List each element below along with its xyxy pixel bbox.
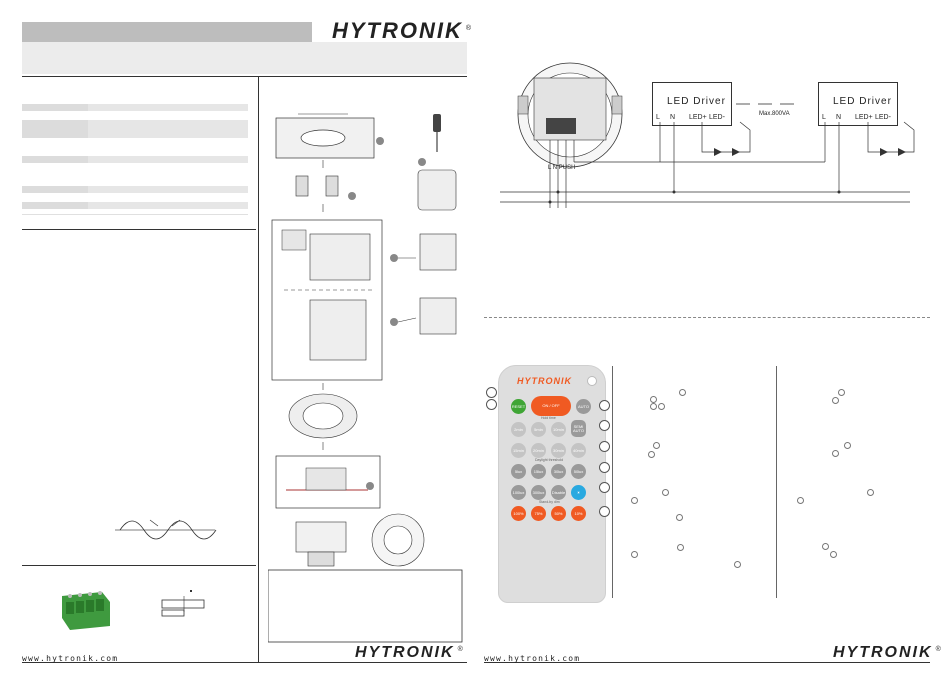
hold-10min-button[interactable]: 10min bbox=[551, 422, 566, 437]
driver-1-led-plus: LED+ bbox=[689, 114, 707, 121]
ref-marker bbox=[867, 489, 874, 496]
callout-marker bbox=[599, 441, 610, 452]
wave-diagram bbox=[115, 519, 217, 540]
dim-50-button[interactable]: 50% bbox=[551, 506, 566, 521]
ref-marker bbox=[838, 389, 845, 396]
ref-marker bbox=[830, 551, 837, 558]
section-dashed-divider bbox=[484, 317, 930, 318]
footer-logo-right: HYTRONIK® bbox=[833, 644, 943, 661]
ref-marker bbox=[844, 442, 851, 449]
daylight-header: Daylight threshold bbox=[535, 458, 564, 462]
driver-2-led-plus: LED+ bbox=[855, 114, 873, 121]
led-driver-2-label: LED Driver bbox=[833, 96, 892, 107]
lux-30-button[interactable]: 30lux bbox=[551, 464, 566, 479]
ref-marker bbox=[650, 396, 657, 403]
dim-10-button[interactable]: 10% bbox=[571, 506, 586, 521]
section-divider bbox=[22, 565, 256, 566]
spec-row bbox=[22, 120, 248, 138]
wire-strip-diagram bbox=[161, 590, 205, 617]
callout-marker bbox=[599, 420, 610, 431]
header-logo: HYTRONIK® bbox=[332, 18, 474, 43]
hold-15min-button[interactable]: 15min bbox=[511, 443, 526, 458]
spec-divider bbox=[22, 214, 248, 215]
lux-300-button[interactable]: 300lux bbox=[531, 485, 546, 500]
ref-marker bbox=[679, 389, 686, 396]
ref-marker bbox=[734, 561, 741, 568]
lux-100-button[interactable]: 100lux bbox=[511, 485, 526, 500]
hold-2min-button[interactable]: 2min bbox=[511, 422, 526, 437]
semi-auto-button[interactable]: SEMI AUTO bbox=[571, 420, 586, 437]
footer-logo: HYTRONIK® bbox=[355, 644, 465, 661]
ref-marker bbox=[653, 442, 660, 449]
hold-20min-button[interactable]: 20min bbox=[531, 443, 546, 458]
standby-header: Stand-by dim bbox=[539, 500, 560, 504]
led-driver-1 bbox=[652, 82, 732, 126]
driver-1-led-minus: LED- bbox=[709, 114, 725, 121]
daylight-learn-button[interactable]: ☀ bbox=[571, 485, 586, 500]
installation-diagram bbox=[268, 113, 463, 643]
led-driver-1-label: LED Driver bbox=[667, 96, 726, 107]
dim-100-button[interactable]: 100% bbox=[511, 506, 526, 521]
daylight-disable-button[interactable]: Disable bbox=[551, 485, 566, 500]
callout-marker bbox=[599, 482, 610, 493]
sensor-terminal-label: L N PUSH bbox=[548, 165, 576, 171]
text-column-divider bbox=[776, 366, 777, 598]
driver-1-n: N bbox=[670, 114, 676, 121]
reset-button[interactable]: RESET bbox=[511, 399, 526, 414]
ref-marker bbox=[650, 403, 657, 410]
callout-marker bbox=[599, 400, 610, 411]
on-off-button[interactable]: ON / OFF bbox=[531, 396, 571, 416]
remote-top-indicator bbox=[587, 376, 597, 386]
ref-marker bbox=[658, 403, 665, 410]
led-driver-2 bbox=[818, 82, 898, 126]
callout-marker bbox=[486, 387, 497, 398]
callout-marker bbox=[599, 462, 610, 473]
website-url[interactable]: www.hytronik.com bbox=[22, 654, 119, 663]
driver-2-l: L bbox=[822, 114, 826, 121]
column-divider bbox=[258, 76, 259, 662]
terminal-block-image bbox=[62, 591, 110, 630]
lux-15-button[interactable]: 15lux bbox=[531, 464, 546, 479]
ref-marker bbox=[631, 497, 638, 504]
spec-row bbox=[22, 186, 248, 193]
spec-row bbox=[22, 202, 248, 209]
sensor-wiring-diagram bbox=[500, 62, 915, 208]
subtitle-bar bbox=[22, 42, 467, 74]
driver-2-led-minus: LED- bbox=[875, 114, 891, 121]
hold-time-header: Hold time bbox=[541, 416, 556, 420]
dim-75-button[interactable]: 75% bbox=[531, 506, 546, 521]
ref-marker bbox=[832, 450, 839, 457]
footer-divider-right bbox=[484, 662, 930, 663]
footer-divider bbox=[22, 662, 467, 663]
driver-1-l: L bbox=[656, 114, 660, 121]
website-url-right[interactable]: www.hytronik.com bbox=[484, 654, 581, 663]
remote-control: HYTRONIK RESET ON / OFF AUTO Hold time 2… bbox=[498, 365, 606, 603]
lux-50-button[interactable]: 50lux bbox=[571, 464, 586, 479]
ref-marker bbox=[677, 544, 684, 551]
ref-marker bbox=[832, 397, 839, 404]
ref-marker bbox=[822, 543, 829, 550]
callout-marker bbox=[599, 506, 610, 517]
ref-marker bbox=[676, 514, 683, 521]
hold-5min-button[interactable]: 5min bbox=[531, 422, 546, 437]
auto-button[interactable]: AUTO bbox=[576, 399, 591, 414]
section-divider bbox=[22, 229, 256, 230]
remote-brand: HYTRONIK bbox=[517, 376, 572, 386]
title-bar bbox=[22, 22, 312, 42]
hold-30min-button[interactable]: 30min bbox=[551, 443, 566, 458]
ref-marker bbox=[662, 489, 669, 496]
ref-marker bbox=[648, 451, 655, 458]
ref-marker bbox=[631, 551, 638, 558]
hold-40min-button[interactable]: 40min bbox=[571, 443, 586, 458]
ref-marker bbox=[797, 497, 804, 504]
text-column-divider bbox=[612, 366, 613, 598]
driver-2-n: N bbox=[836, 114, 842, 121]
max-load-label: Max.800VA bbox=[759, 111, 790, 117]
header-divider bbox=[22, 76, 467, 77]
lux-5-button[interactable]: 5lux bbox=[511, 464, 526, 479]
callout-marker bbox=[486, 399, 497, 410]
spec-row bbox=[22, 104, 248, 111]
spec-row bbox=[22, 156, 248, 163]
